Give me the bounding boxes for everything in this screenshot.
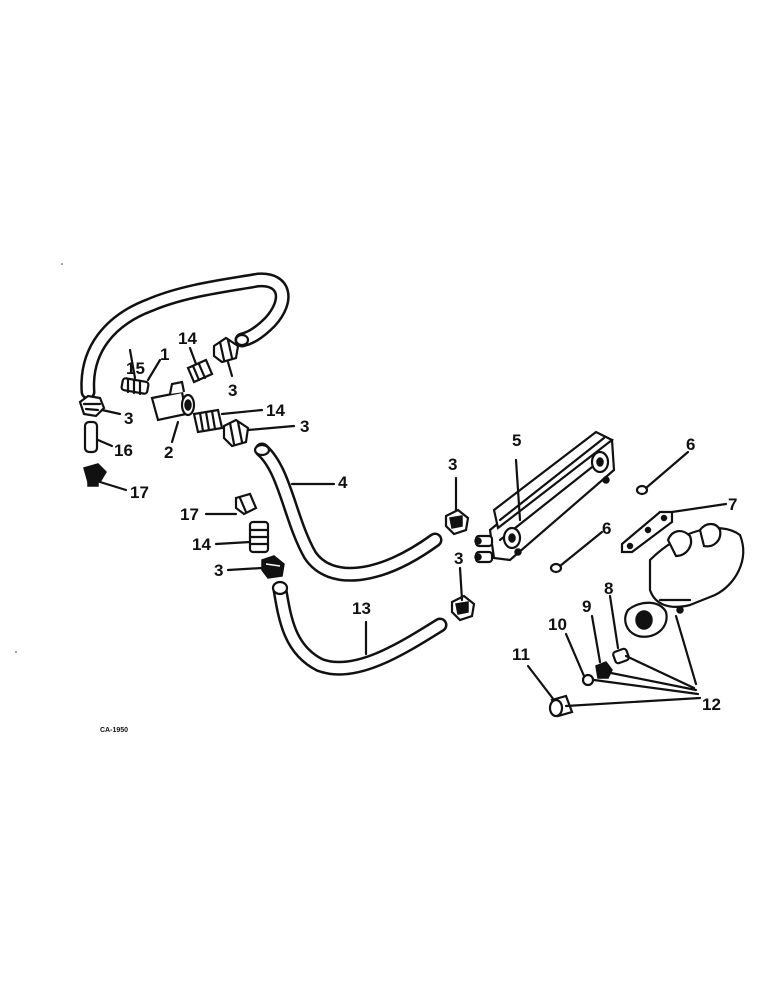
label-6-top: 6: [686, 435, 695, 454]
leader-lines: [96, 346, 728, 708]
tee-fitting-2-icon: [150, 380, 196, 422]
fitting-14c-icon: [248, 520, 270, 554]
plug-17-icon: [83, 463, 107, 487]
label-14-middle: 14: [266, 401, 285, 420]
gasket-7-icon: [620, 510, 674, 554]
label-3-upper: 3: [228, 381, 237, 400]
label-12: 12: [702, 695, 721, 714]
label-3-right-top: 3: [448, 455, 457, 474]
label-14-lower: 14: [192, 535, 211, 554]
callout-labels: 1 2 3 3 3 3 3 3 4 5 6 6 7 8 9 10 11 12 1…: [100, 329, 737, 734]
cap-11-icon: [548, 694, 574, 718]
hose-4-icon: [253, 442, 443, 582]
label-9: 9: [582, 597, 591, 616]
plug-17b-icon: [234, 492, 258, 516]
label-3-middle: 3: [300, 417, 309, 436]
label-3-lower: 3: [214, 561, 223, 580]
oil-cooler-5-icon: [474, 430, 616, 564]
nut-3-icon: [78, 394, 106, 418]
drawing-code: CA-1950: [100, 727, 128, 734]
label-11: 11: [512, 645, 530, 664]
label-5: 5: [512, 431, 521, 450]
label-8: 8: [604, 579, 613, 598]
nut-3d-icon: [261, 555, 285, 579]
nut-9-icon: [595, 661, 613, 679]
label-16: 16: [114, 441, 133, 460]
label-7: 7: [728, 495, 737, 514]
label-1: 1: [160, 345, 169, 364]
adapter-manifold-12-icon: [624, 522, 745, 638]
label-17-left: 17: [130, 483, 149, 502]
label-4: 4: [338, 473, 348, 492]
sleeve-16-icon: [83, 420, 99, 454]
sleeve-8-icon: [612, 647, 630, 665]
fitting-14b-icon: [192, 408, 224, 434]
label-3-left: 3: [124, 409, 133, 428]
label-13: 13: [352, 599, 371, 618]
nut-3c-icon: [222, 418, 250, 448]
label-14-upper: 14: [178, 329, 197, 348]
hose-13-icon: [271, 580, 448, 676]
label-6-bottom: 6: [602, 519, 611, 538]
hose-15-icon: [80, 272, 290, 400]
fitting-14a-icon: [186, 358, 214, 384]
o-ring-6b-icon: [549, 562, 563, 574]
nut-3f-icon: [450, 594, 476, 622]
label-17-lower: 17: [180, 505, 199, 524]
label-2: 2: [164, 443, 173, 462]
nut-3b-icon: [212, 336, 240, 364]
label-15: 15: [126, 359, 145, 378]
label-3-right-bottom: 3: [454, 549, 463, 568]
connector-1-icon: [120, 377, 150, 396]
o-ring-6a-icon: [635, 484, 649, 496]
label-10: 10: [548, 615, 567, 634]
nut-3e-icon: [444, 508, 470, 536]
